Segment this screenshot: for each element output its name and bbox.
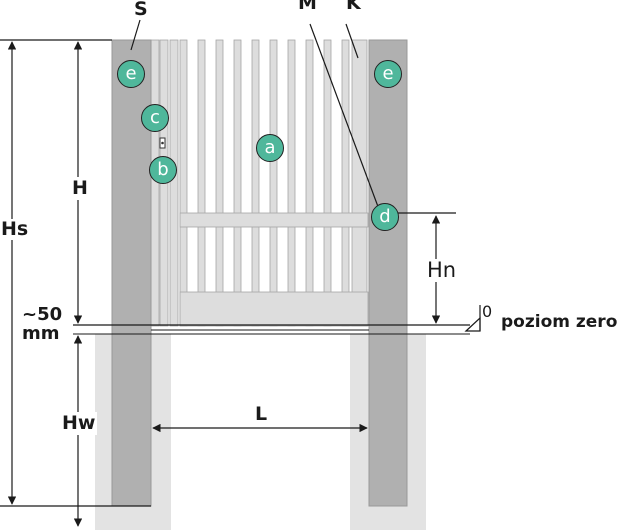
s-leader <box>130 19 141 51</box>
upper-rail <box>179 212 369 228</box>
lock-dot-icon <box>161 141 164 145</box>
label-hw: Hw <box>60 412 98 435</box>
right-post <box>368 39 408 507</box>
label-hs: Hs <box>0 218 30 240</box>
label-gap-unit: mm <box>22 323 60 344</box>
slat <box>287 39 296 327</box>
slat <box>269 39 278 327</box>
marker-e-left: e <box>117 60 145 88</box>
label-h: H <box>70 177 90 200</box>
marker-b: b <box>149 156 177 184</box>
lower-rail <box>179 291 369 327</box>
k-leader <box>345 23 359 59</box>
label-gap-value: ~50 <box>22 304 63 325</box>
marker-d: d <box>371 203 399 231</box>
slat <box>197 39 206 327</box>
marker-a: a <box>256 134 284 162</box>
marker-e-right: e <box>374 60 402 88</box>
slat <box>323 39 332 327</box>
label-m: M <box>298 0 317 14</box>
latch-column <box>351 39 368 327</box>
m-leader <box>309 23 381 213</box>
label-zero-level: poziom zero <box>501 312 618 332</box>
label-l: L <box>255 403 268 425</box>
label-zero-symbol: 0 <box>482 302 493 321</box>
label-hn: Hn <box>425 258 459 282</box>
slat <box>341 39 350 327</box>
gate-rails <box>179 212 369 327</box>
slat <box>251 39 260 327</box>
marker-c: c <box>141 104 169 132</box>
label-s: S <box>134 0 148 20</box>
slat <box>305 39 314 327</box>
slat <box>215 39 224 327</box>
gate-slats <box>179 39 368 327</box>
slat <box>233 39 242 327</box>
label-k: K <box>346 0 361 14</box>
slat <box>179 39 188 327</box>
